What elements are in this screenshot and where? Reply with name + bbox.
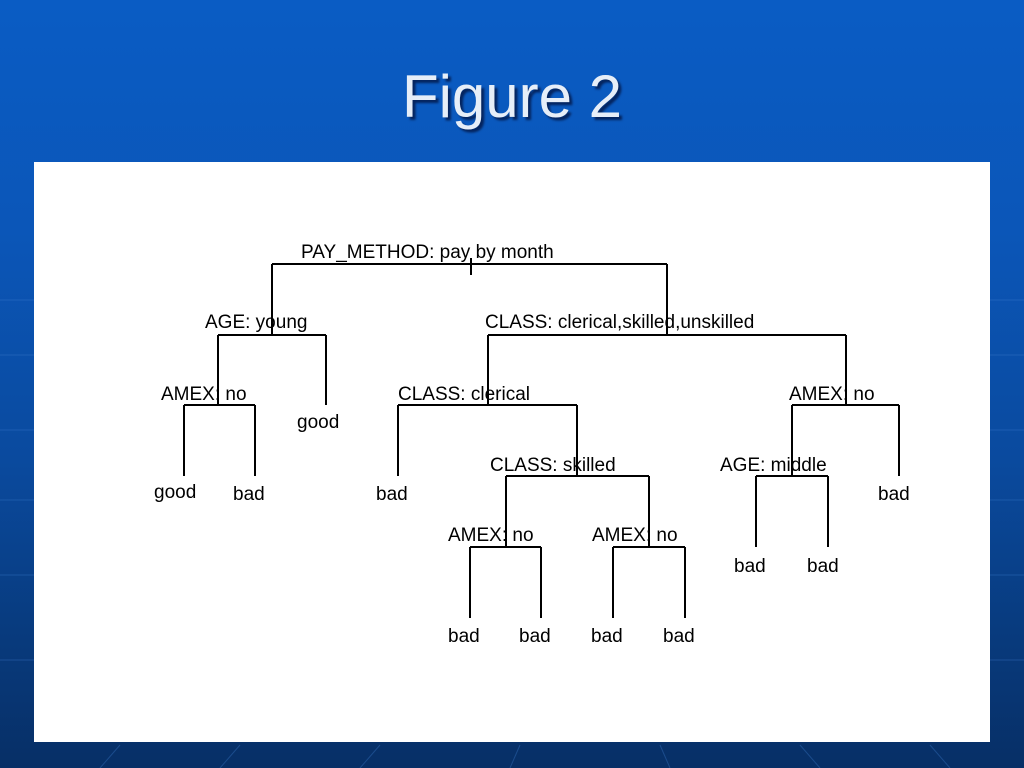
leaf-bad: bad (376, 484, 408, 505)
node-age-young: AGE: young (205, 312, 307, 333)
node-amex-skilled-a: AMEX: no (448, 525, 534, 546)
leaf-bad: bad (807, 556, 839, 577)
node-class-clerical: CLASS: clerical (398, 384, 530, 405)
node-class-skilled: CLASS: skilled (490, 455, 616, 476)
leaf-bad: bad (878, 484, 910, 505)
leaf-bad: bad (663, 626, 695, 647)
slide-title: Figure 2 (401, 63, 623, 130)
tree-connectors (183, 258, 900, 618)
leaf-bad: bad (734, 556, 766, 577)
leaf-good: good (297, 412, 339, 433)
decision-tree-diagram: PAY_METHOD: pay by month AGE: young CLAS… (154, 242, 910, 647)
node-amex-skilled-b: AMEX: no (592, 525, 678, 546)
node-amex-left: AMEX: no (161, 384, 247, 405)
leaf-bad: bad (448, 626, 480, 647)
diagram-panel: PAY_METHOD: pay by month AGE: young CLAS… (34, 162, 990, 742)
node-amex-right: AMEX: no (789, 384, 875, 405)
leaf-bad: bad (591, 626, 623, 647)
node-class-all: CLASS: clerical,skilled,unskilled (485, 312, 754, 333)
leaf-good: good (154, 482, 196, 503)
node-age-middle: AGE: middle (720, 455, 827, 476)
leaf-bad: bad (233, 484, 265, 505)
leaf-bad: bad (519, 626, 551, 647)
node-root: PAY_METHOD: pay by month (301, 242, 554, 263)
